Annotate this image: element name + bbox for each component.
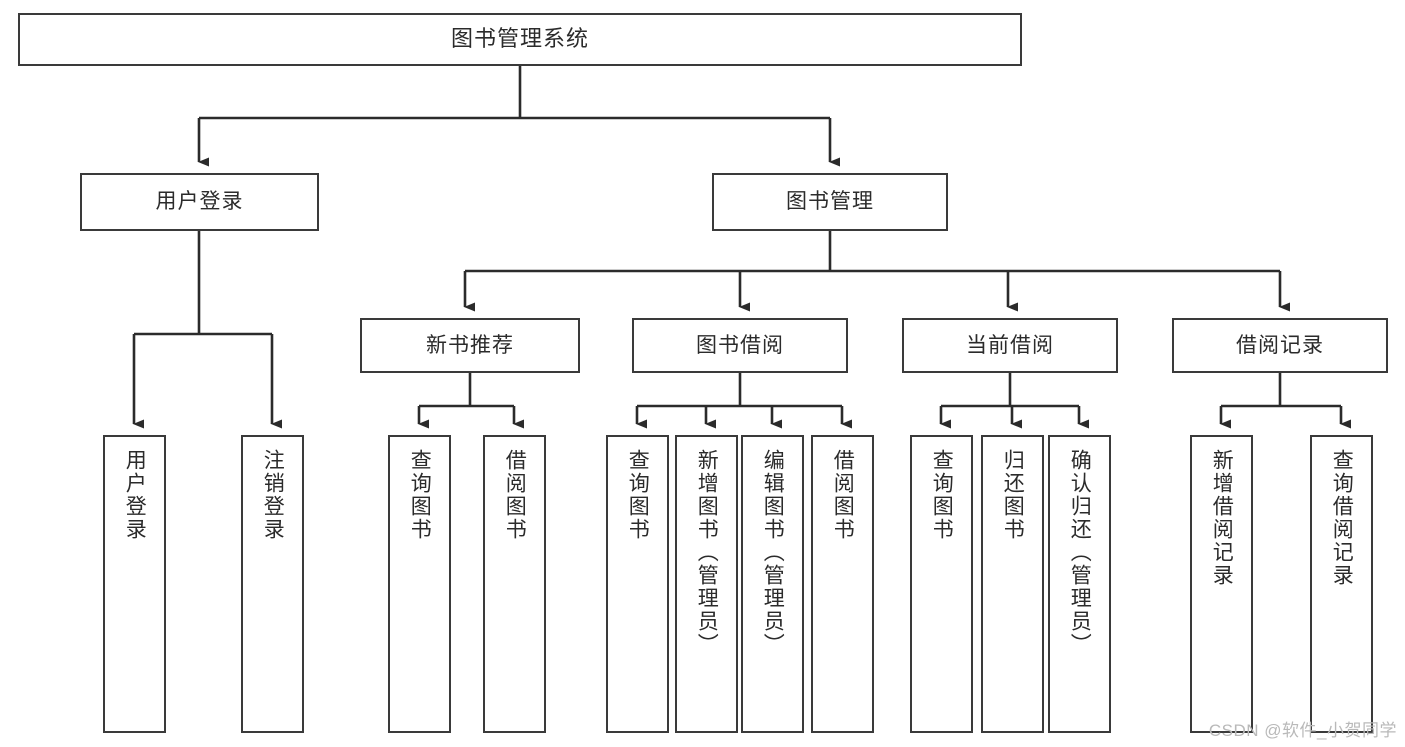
leaf-borrow-book[interactable]: 借阅图书 (811, 435, 874, 733)
leaf-query-book-recommend[interactable]: 查询图书 (388, 435, 451, 733)
node-book-borrow-label: 图书借阅 (696, 333, 784, 357)
leaf-return-book-label: 归还图书 (1001, 449, 1025, 541)
node-new-book-recommend[interactable]: 新书推荐 (360, 318, 580, 373)
leaf-add-borrow-record-label: 新增借阅记录 (1210, 449, 1234, 587)
leaf-return-book[interactable]: 归还图书 (981, 435, 1044, 733)
leaf-edit-book-label: 编辑图书（管理员） (761, 449, 785, 656)
leaf-borrow-book-recommend[interactable]: 借阅图书 (483, 435, 546, 733)
leaf-confirm-return[interactable]: 确认归还（管理员） (1048, 435, 1111, 733)
leaf-add-borrow-record[interactable]: 新增借阅记录 (1190, 435, 1253, 733)
node-root-label: 图书管理系统 (450, 26, 589, 52)
leaf-query-book-recommend-label: 查询图书 (408, 449, 432, 541)
leaf-edit-book[interactable]: 编辑图书（管理员） (741, 435, 804, 733)
leaf-query-book-current[interactable]: 查询图书 (910, 435, 973, 733)
leaf-query-book-borrow[interactable]: 查询图书 (606, 435, 669, 733)
leaf-query-borrow-record[interactable]: 查询借阅记录 (1310, 435, 1373, 733)
watermark: CSDN @软件_小贺同学 (1208, 721, 1397, 740)
node-user-login[interactable]: 用户登录 (80, 173, 319, 231)
leaf-logout[interactable]: 注销登录 (241, 435, 304, 733)
node-book-manage[interactable]: 图书管理 (712, 173, 948, 231)
leaf-add-book[interactable]: 新增图书（管理员） (675, 435, 738, 733)
node-root[interactable]: 图书管理系统 (18, 13, 1022, 66)
leaf-query-book-current-label: 查询图书 (930, 449, 954, 541)
node-borrow-record-label: 借阅记录 (1236, 333, 1324, 357)
leaf-borrow-book-label: 借阅图书 (831, 449, 855, 541)
leaf-user-login-label: 用户登录 (123, 449, 147, 541)
leaf-query-book-borrow-label: 查询图书 (626, 449, 650, 541)
node-borrow-record[interactable]: 借阅记录 (1172, 318, 1388, 373)
node-current-borrow[interactable]: 当前借阅 (902, 318, 1118, 373)
node-book-borrow[interactable]: 图书借阅 (632, 318, 848, 373)
node-book-manage-label: 图书管理 (786, 190, 874, 214)
leaf-add-book-label: 新增图书（管理员） (695, 449, 719, 656)
node-user-login-label: 用户登录 (155, 190, 244, 214)
leaf-user-login[interactable]: 用户登录 (103, 435, 166, 733)
leaf-confirm-return-label: 确认归还（管理员） (1068, 449, 1092, 656)
leaf-logout-label: 注销登录 (261, 449, 285, 541)
node-new-book-recommend-label: 新书推荐 (426, 333, 514, 357)
leaf-borrow-book-recommend-label: 借阅图书 (503, 449, 527, 541)
leaf-query-borrow-record-label: 查询借阅记录 (1330, 449, 1354, 587)
node-current-borrow-label: 当前借阅 (966, 333, 1054, 357)
